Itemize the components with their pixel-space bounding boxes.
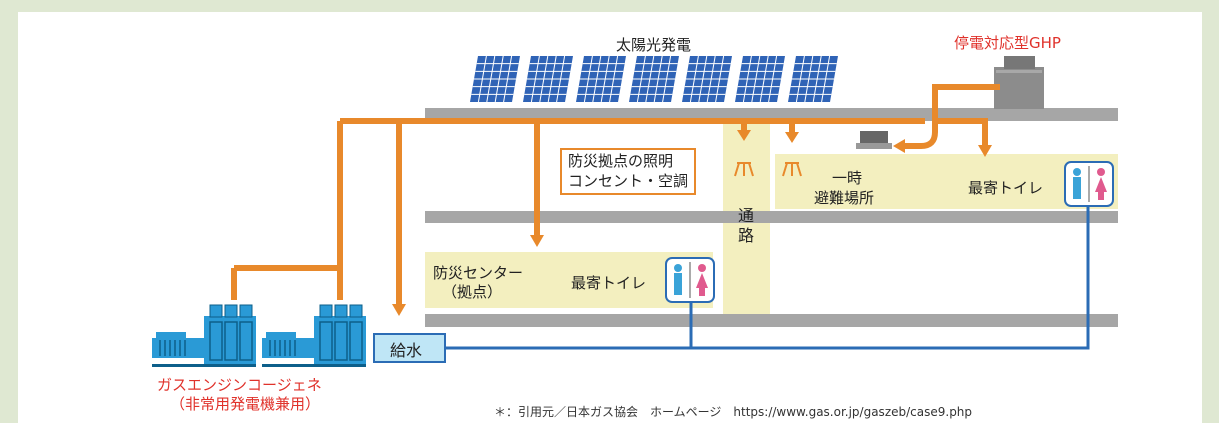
- center-label-1: 防災センター: [433, 264, 524, 282]
- gas-label-1: ガスエンジンコージェネ: [157, 376, 322, 394]
- feature-box: 防災拠点の照明 コンセント・空調: [560, 148, 697, 195]
- toilet-upper-label: 最寄トイレ: [968, 179, 1044, 197]
- shelter-label-2: 避難場所: [814, 189, 875, 207]
- solar-label: 太陽光発電: [616, 36, 692, 54]
- ac-unit-icon: [856, 131, 892, 149]
- toilet-lower-label: 最寄トイレ: [571, 274, 647, 292]
- power-lines: [231, 84, 1000, 304]
- gas-label-2: （非常用発電機兼用）: [170, 395, 321, 413]
- roof-slab: [425, 108, 1118, 121]
- floor-2: [425, 211, 1118, 223]
- shelter-room: [775, 154, 1118, 209]
- passage-label-1: 通: [738, 206, 755, 225]
- ceiling-light-icon: [734, 162, 802, 177]
- floor-1: [425, 314, 1118, 327]
- gas-engine-generator-icon: [152, 304, 256, 367]
- passage-label-2: 路: [738, 226, 755, 245]
- power-arrowheads: [392, 130, 992, 316]
- water-label: 給水: [390, 341, 423, 360]
- source-note: ＊：引用元／日本ガス協会 ホームページ https://www.gas.or.j…: [494, 405, 973, 419]
- feature-line-1: 防災拠点の照明: [568, 152, 674, 170]
- feature-line-2: コンセント・空調: [568, 171, 689, 190]
- shelter-label-1: 一時: [832, 169, 863, 187]
- ghp-unit-icon: [994, 56, 1044, 109]
- water-supply-box: [373, 333, 446, 363]
- restroom-icon: [1064, 161, 1114, 207]
- gas-engine-generator-icon: [262, 304, 366, 367]
- center-label-2: （拠点）: [442, 283, 503, 301]
- solar-panel-icon: [470, 55, 838, 103]
- restroom-icon: [665, 257, 715, 303]
- water-lines: [445, 205, 1090, 350]
- ghp-label: 停電対応型GHP: [954, 34, 1061, 52]
